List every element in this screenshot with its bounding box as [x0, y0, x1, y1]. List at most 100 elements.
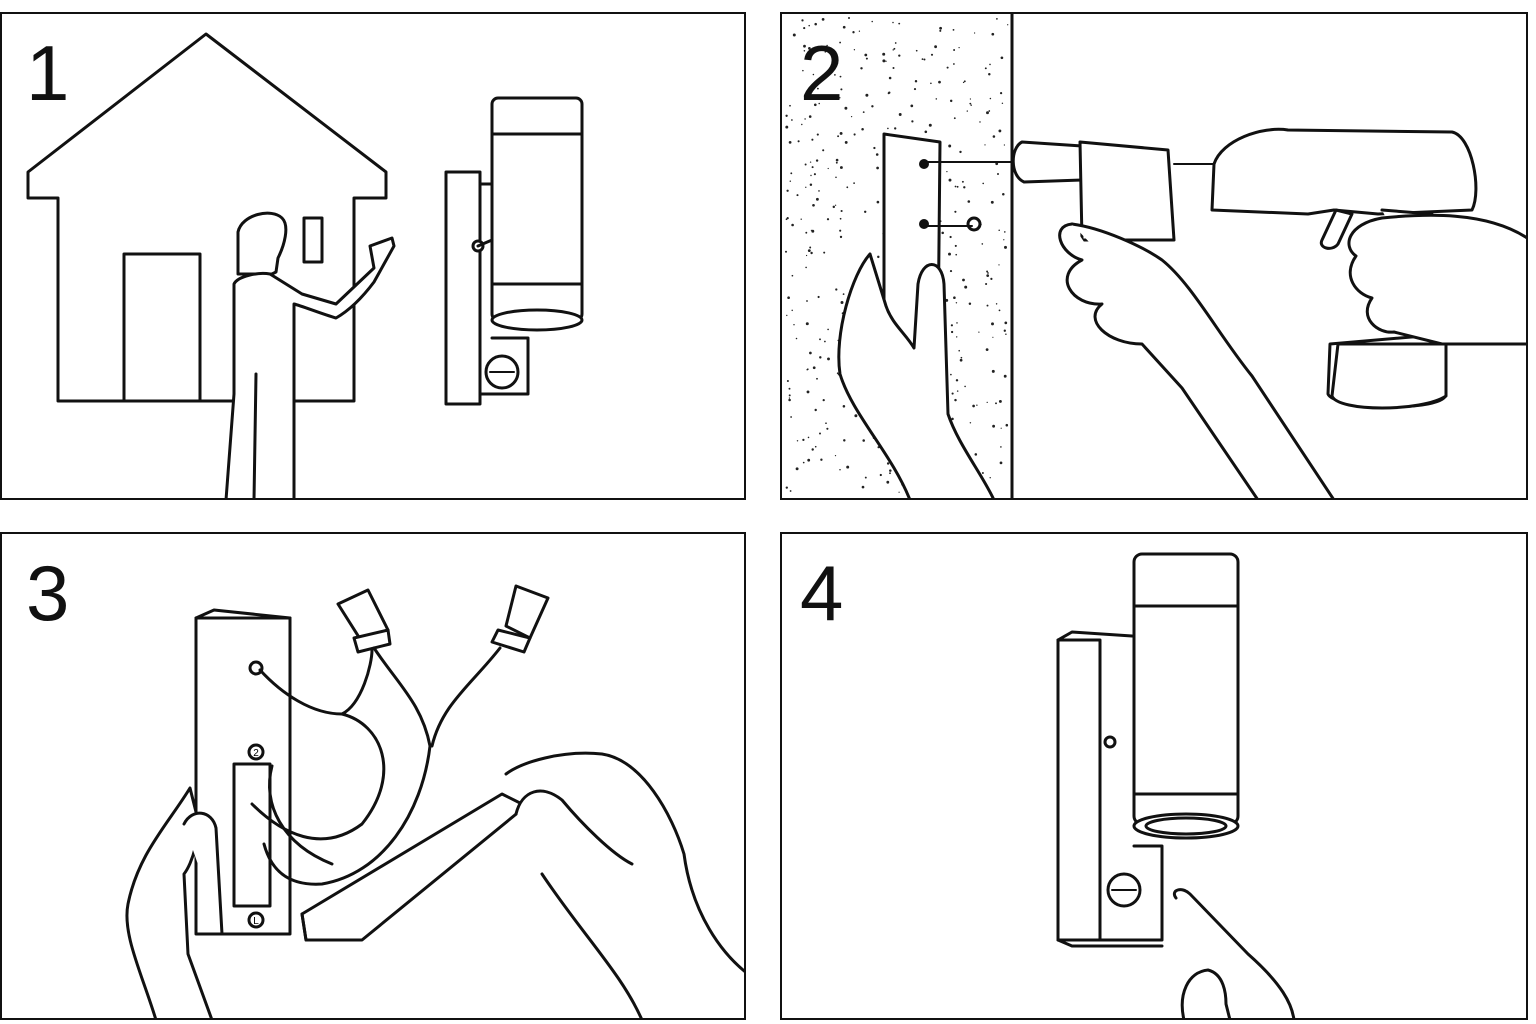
wall-speckle — [996, 18, 998, 20]
wall-speckle — [998, 399, 1002, 403]
wall-speckle — [1003, 374, 1007, 378]
wall-speckle — [963, 186, 966, 189]
wall-speckle — [964, 285, 968, 289]
wall-speckle — [825, 422, 827, 425]
wall-speckle — [790, 416, 792, 418]
wall-speckle — [846, 186, 849, 189]
wall-speckle — [810, 229, 813, 231]
step-number: 1 — [26, 29, 70, 117]
wall-speckle — [785, 218, 788, 221]
wall-speckle — [988, 73, 991, 76]
wall-speckle — [998, 229, 1000, 232]
wall-speckle — [813, 103, 817, 107]
wall-speckle — [802, 69, 804, 72]
wall-speckle — [948, 144, 952, 148]
wall-speckle — [1000, 446, 1002, 448]
wall-speckle — [811, 138, 814, 141]
wall-speckle — [811, 448, 814, 451]
wall-speckle — [1005, 333, 1007, 335]
wall-speckle — [992, 336, 994, 338]
wall-speckle — [976, 404, 978, 406]
wall-speckle — [796, 440, 799, 442]
wall-speckle — [911, 120, 914, 123]
wall-speckle — [984, 67, 987, 70]
wall-speckle — [810, 174, 812, 177]
wall-speckle — [986, 401, 988, 404]
wall-speckle — [803, 95, 806, 98]
mounting-plate-icon — [882, 132, 1023, 354]
wall-speckle — [886, 462, 890, 465]
wall-speckle — [819, 338, 821, 341]
wall-speckle — [998, 309, 1001, 312]
wall-speckle — [822, 149, 825, 152]
wall-speckle — [991, 322, 994, 326]
wall-speckle — [979, 121, 981, 123]
step-1-illustration — [26, 32, 584, 498]
wall-speckle — [953, 63, 955, 65]
wall-speckle — [914, 80, 918, 83]
wall-speckle — [951, 417, 954, 421]
wall-speckle — [824, 51, 827, 53]
wall-speckle — [995, 303, 998, 305]
wall-speckle — [998, 264, 1000, 266]
left-hand-icon — [837, 252, 995, 498]
wall-speckle — [789, 490, 792, 492]
wall-speckle — [827, 357, 830, 361]
wall-speckle — [854, 414, 858, 418]
wall-speckle — [930, 53, 934, 56]
wall-speckle — [791, 309, 793, 312]
wall-speckle — [995, 162, 999, 166]
wall-speckle — [815, 96, 817, 98]
wall-speckle — [959, 150, 962, 154]
wall-speckle — [791, 223, 794, 227]
wall-speckle — [803, 50, 806, 52]
wall-speckle — [958, 46, 960, 49]
wall-speckle — [846, 465, 850, 469]
wall-speckle — [885, 60, 887, 62]
wall-speckle — [991, 369, 995, 373]
wall-speckle — [935, 98, 938, 100]
wall-speckle — [995, 402, 997, 405]
left-hand-icon — [125, 786, 224, 1018]
wall-speckle — [842, 293, 845, 295]
wires-icon — [250, 646, 502, 886]
wall-speckle — [972, 404, 975, 408]
wall-speckle — [790, 172, 793, 175]
wall-speckle — [809, 246, 812, 249]
wall-speckle — [985, 282, 988, 286]
step-3-illustration: 2 L — [125, 584, 744, 1018]
wall-speckle — [981, 472, 984, 474]
wall-speckle — [969, 422, 972, 424]
wall-speckle — [973, 32, 976, 34]
wall-speckle — [1003, 239, 1005, 241]
wall-speckle — [894, 42, 897, 44]
wall-speckle — [986, 111, 989, 115]
wall-speckle — [938, 80, 941, 84]
wall-speckle — [808, 24, 810, 27]
pointing-hand-icon — [1173, 888, 1296, 1018]
step-3-panel: 3 2 L — [0, 532, 746, 1020]
wall-speckle — [949, 235, 952, 239]
wall-speckle — [836, 372, 839, 375]
wall-speckle — [785, 114, 788, 117]
wall-speckle — [835, 161, 838, 164]
wall-speckle — [1000, 427, 1002, 429]
house-outline-icon — [26, 32, 388, 403]
wall-speckle — [956, 185, 959, 188]
terminal-l-label: L — [247, 911, 265, 929]
wall-speckle — [877, 255, 880, 259]
wall-speckle — [791, 274, 794, 277]
wall-speckle — [948, 178, 952, 182]
wall-speckle — [865, 57, 868, 60]
wall-speckle — [1003, 231, 1006, 233]
wall-speckle — [953, 49, 956, 51]
svg-text:2: 2 — [253, 748, 259, 759]
wall-speckle — [858, 30, 861, 32]
wall-speckle — [814, 408, 817, 412]
wall-speckle — [822, 398, 825, 402]
wall-speckle — [950, 373, 952, 376]
wire-connector-icon — [490, 584, 550, 654]
wall-speckle — [921, 58, 924, 61]
right-hand-icon — [504, 751, 744, 1018]
wall-speckle — [820, 458, 823, 461]
